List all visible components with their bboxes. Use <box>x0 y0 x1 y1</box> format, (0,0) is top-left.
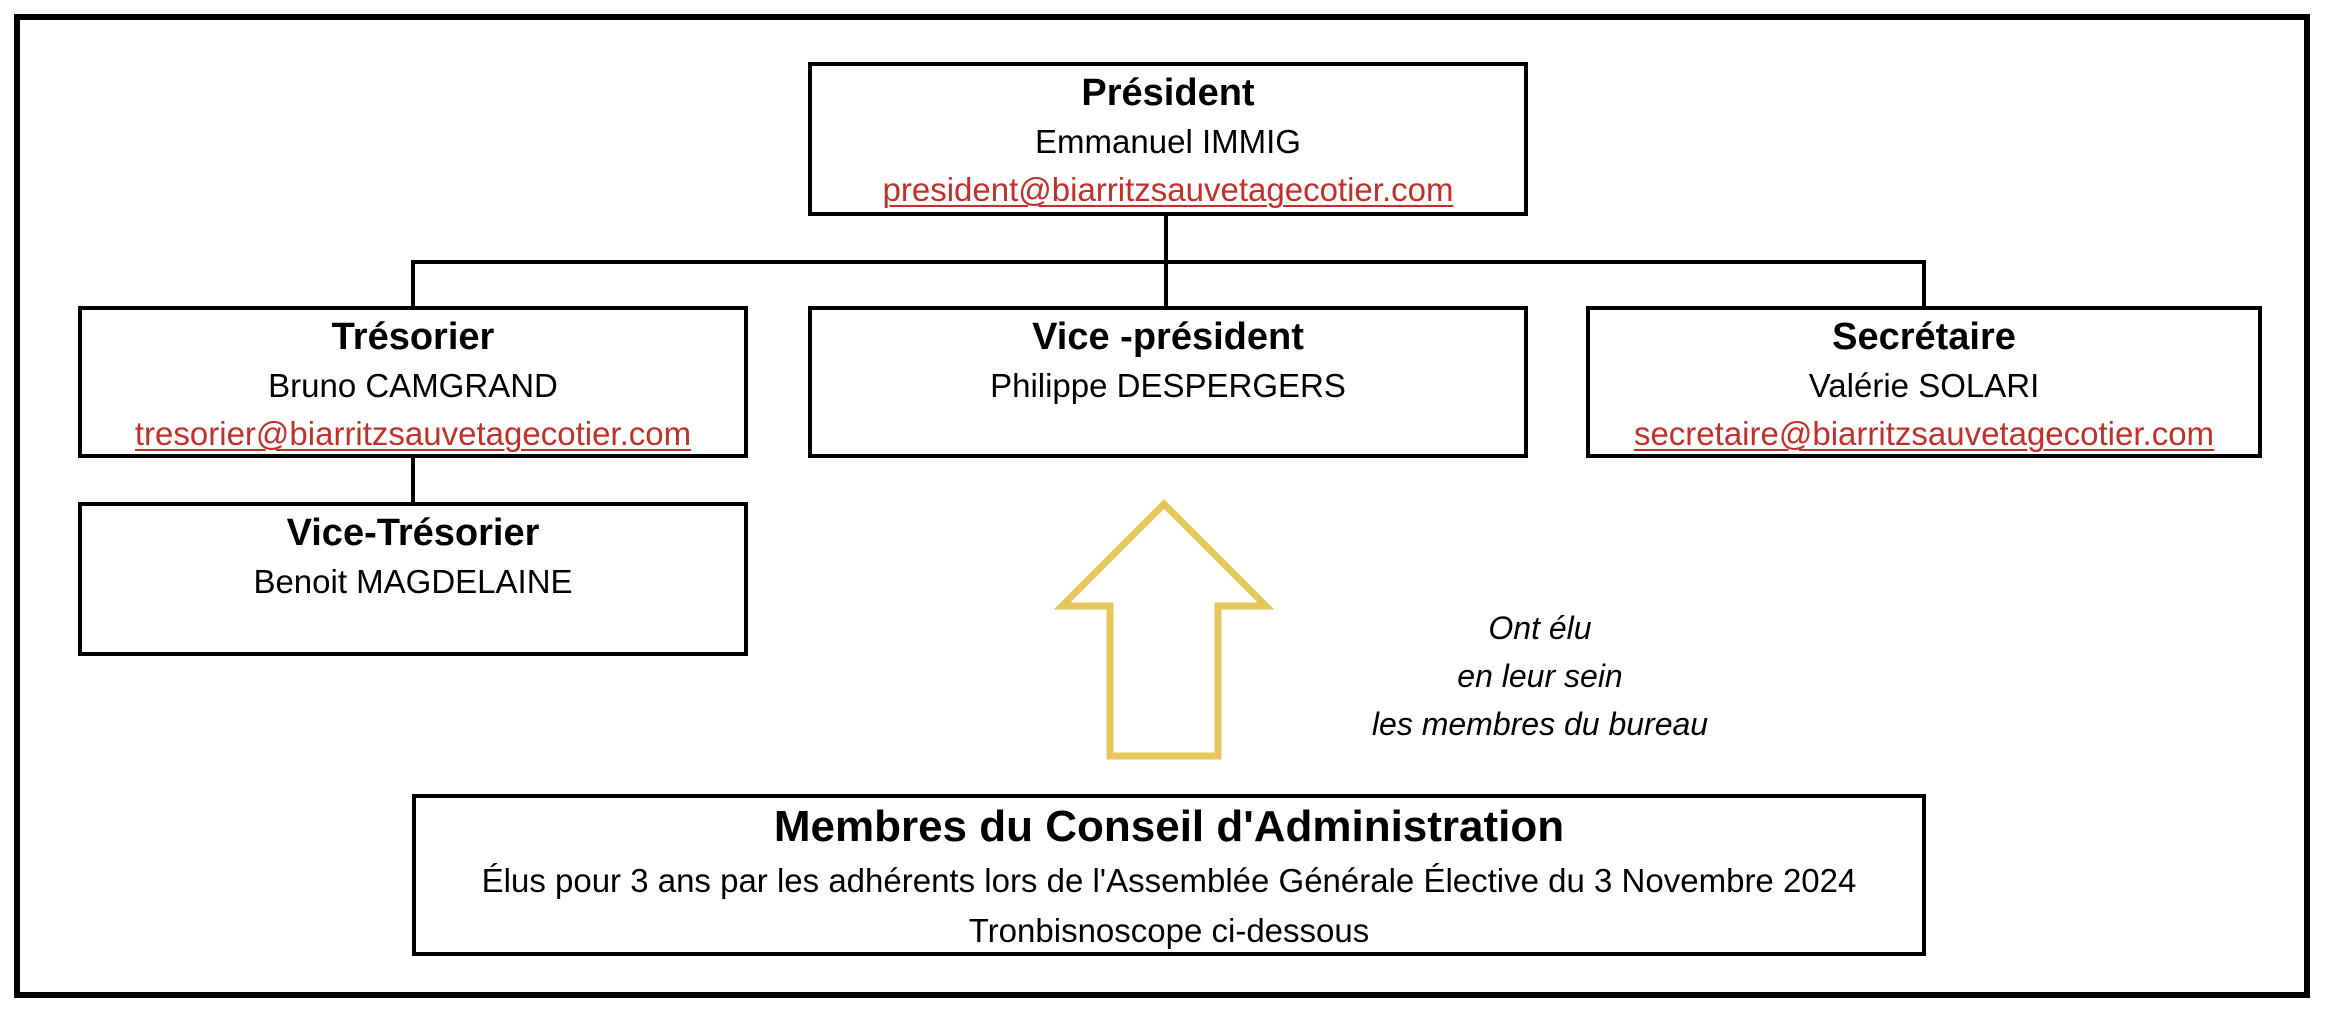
elected-note-line-3: les membres du bureau <box>1371 706 1709 742</box>
secretaire-box: Secrétaire Valérie SOLARI secretaire@bia… <box>1586 306 2262 458</box>
president-title: Président <box>1081 72 1255 114</box>
vice-president-name: Philippe DESPERGERS <box>990 367 1346 404</box>
conseil-box: Membres du Conseil d'Administration Élus… <box>412 794 1926 956</box>
secretaire-title: Secrétaire <box>1832 316 2016 358</box>
president-email-link[interactable]: president@biarritzsauvetagecotier.com <box>882 171 1454 208</box>
up-arrow-icon <box>1053 499 1275 760</box>
elected-note-line-2: en leur sein <box>1457 658 1623 694</box>
conseil-subtitle: Élus pour 3 ans par les adhérents lors d… <box>481 862 1857 899</box>
diagram-frame <box>14 14 2310 998</box>
elected-note-line-1: Ont élu <box>1488 610 1592 646</box>
tresorier-email-link[interactable]: tresorier@biarritzsauvetagecotier.com <box>134 415 692 452</box>
tresorier-box: Trésorier Bruno CAMGRAND tresorier@biarr… <box>78 306 748 458</box>
secretaire-name: Valérie SOLARI <box>1808 367 2040 404</box>
up-arrow-shape <box>1053 499 1275 760</box>
vice-tresorier-title: Vice-Trésorier <box>286 512 540 554</box>
vice-president-title: Vice -président <box>1032 316 1304 358</box>
conseil-title: Membres du Conseil d'Administration <box>773 802 1565 851</box>
tresorier-title: Trésorier <box>331 316 495 358</box>
conseil-note: Tronbisnoscope ci-dessous <box>968 912 1370 949</box>
president-name: Emmanuel IMMIG <box>1035 123 1301 160</box>
president-box: Président Emmanuel IMMIG president@biarr… <box>808 62 1528 216</box>
vice-tresorier-box: Vice-Trésorier Benoit MAGDELAINE <box>78 502 748 656</box>
vice-tresorier-name: Benoit MAGDELAINE <box>253 563 573 600</box>
elected-note: Ont élu en leur sein les membres du bure… <box>1310 604 1770 748</box>
tresorier-name: Bruno CAMGRAND <box>268 367 558 404</box>
secretaire-email-link[interactable]: secretaire@biarritzsauvetagecotier.com <box>1633 415 2215 452</box>
vice-president-box: Vice -président Philippe DESPERGERS <box>808 306 1528 458</box>
